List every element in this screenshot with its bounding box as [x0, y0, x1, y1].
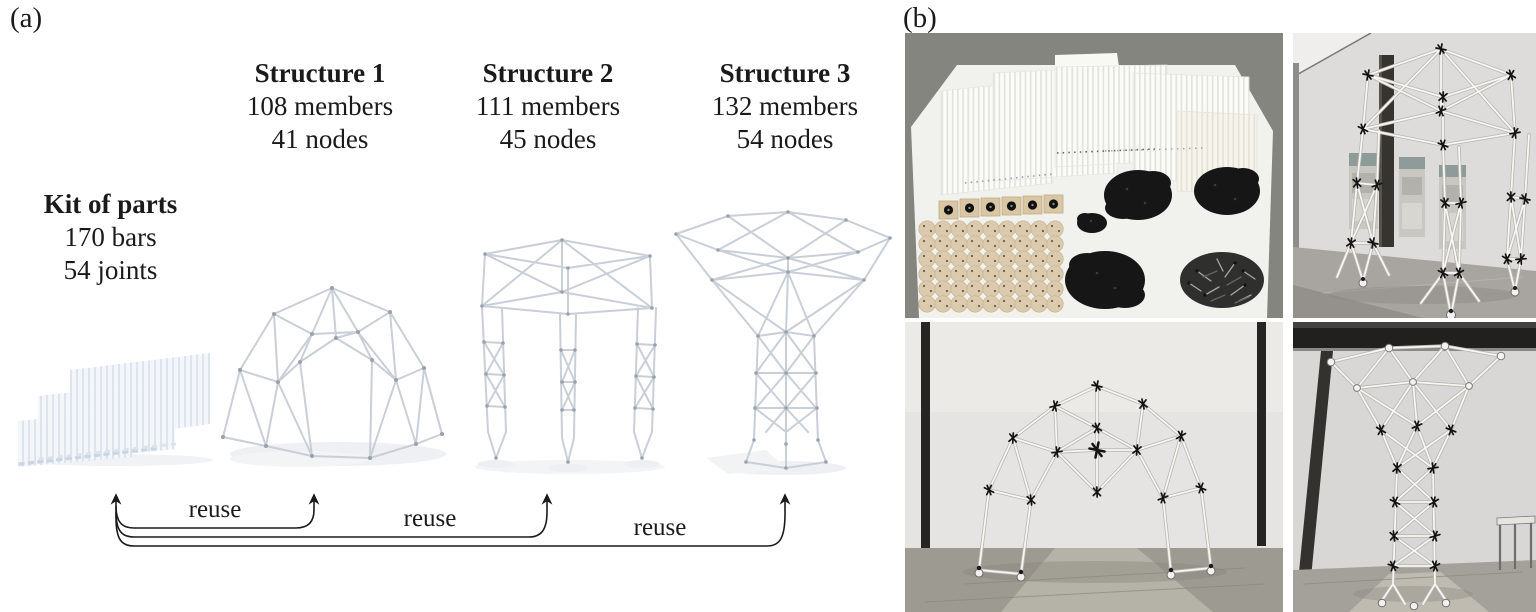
structure-2-truss	[1335, 43, 1531, 318]
structure-2-nodes: 45 nodes	[499, 124, 597, 154]
pile-speckles	[1089, 183, 1237, 290]
structure-3-caption: Structure 3 132 members 54 nodes	[695, 57, 875, 156]
structure-3-members: 132 members	[711, 91, 859, 121]
reuse-label-1: reuse	[188, 496, 242, 523]
structure-1-built-photo	[905, 322, 1283, 612]
kit-caption: Kit of parts 170 bars 54 joints	[18, 188, 203, 287]
structure-3-nodes: 54 nodes	[736, 124, 834, 154]
kit-title: Kit of parts	[43, 189, 178, 219]
reuse-label-2: reuse	[403, 505, 457, 532]
structure-2-title: Structure 2	[482, 58, 614, 88]
structure-3-render	[674, 210, 892, 475]
structure-3-title: Structure 3	[719, 58, 851, 88]
connector-piles	[1065, 167, 1260, 309]
panel-b: (b)	[900, 0, 1536, 612]
kit-bars: 170 bars	[64, 222, 157, 252]
structure-1-caption: Structure 1 108 members 41 nodes	[230, 57, 410, 156]
structure-1-nodes: 41 nodes	[271, 124, 369, 154]
structure-1-render	[221, 286, 446, 467]
structure-3-built-photo	[1293, 322, 1536, 612]
screw-pile	[1180, 252, 1264, 308]
structure-2-built-photo	[1293, 33, 1536, 318]
feet	[974, 563, 1216, 582]
structure-3-truss	[1326, 341, 1506, 611]
joint-ball-grid	[918, 220, 1064, 313]
structure-1-title: Structure 1	[254, 58, 386, 88]
reuse-label-3: reuse	[633, 514, 687, 541]
side-table	[1496, 515, 1536, 570]
structure-1-truss	[974, 380, 1216, 582]
structure-2-render	[475, 238, 665, 474]
structure-2-caption: Structure 2 111 members 45 nodes	[458, 57, 638, 156]
rim-ball-joints	[1326, 341, 1506, 392]
kit-of-parts-photo	[905, 33, 1283, 318]
kit-joints: 54 joints	[63, 255, 158, 285]
feet	[1358, 277, 1520, 318]
panel-a: (a) Structure 1 108 members 41 nodes Str…	[10, 2, 892, 547]
panel-b-label: (b)	[903, 2, 937, 34]
kit-render	[17, 353, 213, 467]
tile-row	[938, 194, 1064, 220]
reuse-arrows	[110, 493, 791, 547]
structure-2-members: 111 members	[475, 91, 621, 121]
panel-a-label: (a)	[10, 2, 43, 34]
feet	[1377, 598, 1451, 611]
structure-1-members: 108 members	[246, 91, 394, 121]
